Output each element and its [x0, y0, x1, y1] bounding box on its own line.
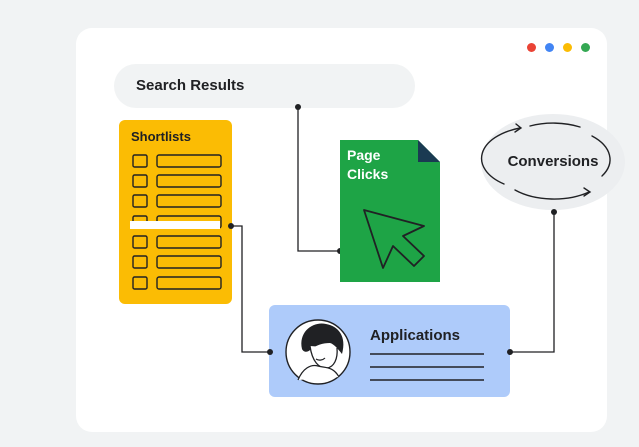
applications-label: Applications — [370, 327, 461, 344]
page-clicks-label: Page Clicks — [347, 146, 388, 184]
shortlists-node — [119, 120, 232, 304]
page-clicks-line2: Clicks — [347, 166, 389, 182]
conversions-label: Conversions — [507, 153, 599, 170]
search-results-label: Search Results — [136, 77, 245, 94]
window-dot-blue — [545, 43, 554, 52]
joint-applications-in — [267, 349, 273, 355]
connector-search-to-clicks — [297, 107, 340, 252]
window-dot-red — [527, 43, 536, 52]
cursor-arrow-icon — [363, 209, 425, 269]
window-dot-yellow — [563, 43, 572, 52]
connector-applications-to-conversions — [510, 212, 555, 353]
page-clicks-line1: Page — [347, 147, 381, 163]
joint-shortlists — [228, 223, 234, 229]
joint-search — [295, 104, 301, 110]
shortlists-label: Shortlists — [131, 129, 191, 144]
cycle-arrows-icon — [480, 122, 611, 200]
search-results-node — [114, 64, 415, 108]
application-detail-lines — [370, 353, 484, 381]
connector-shortlists-to-applications — [231, 225, 270, 353]
avatar-icon — [285, 319, 351, 385]
connectors — [231, 107, 555, 353]
conversions-node — [481, 114, 625, 210]
checklist-highlight — [130, 221, 220, 229]
joint-applications-out — [507, 349, 513, 355]
window-dot-green — [581, 43, 590, 52]
joint-conversions — [551, 209, 557, 215]
